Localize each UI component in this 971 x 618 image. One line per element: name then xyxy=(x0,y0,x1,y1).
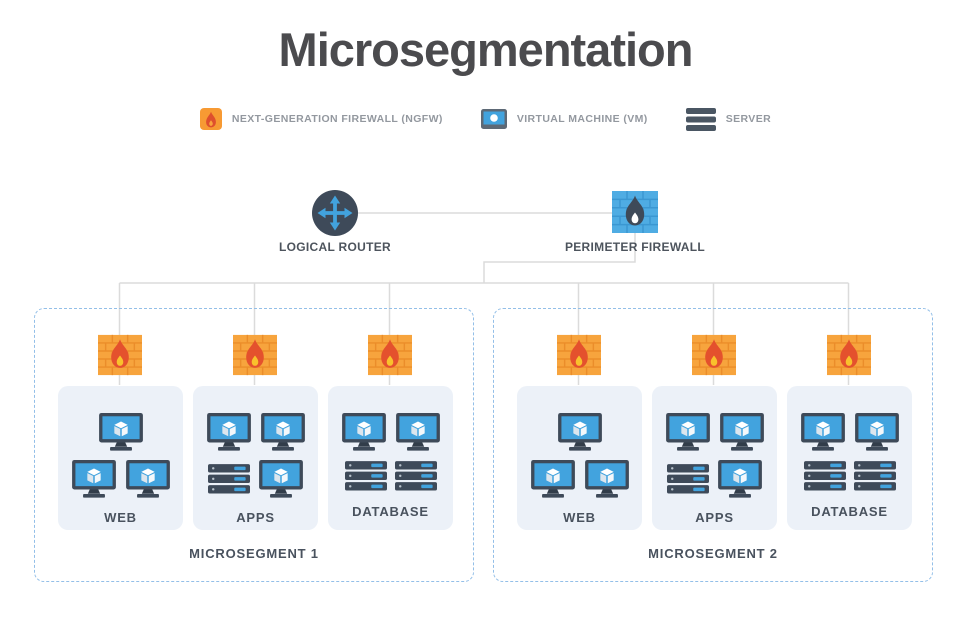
vm-icon xyxy=(584,459,630,499)
icon-row xyxy=(557,412,603,452)
ngfw-icon xyxy=(692,334,736,376)
vm-icon xyxy=(125,459,171,499)
icon-row xyxy=(341,412,441,452)
vm-icon xyxy=(854,412,900,452)
ngfw-icon xyxy=(368,334,412,376)
logical-router-label: LOGICAL ROUTER xyxy=(279,240,391,254)
server-icon xyxy=(208,462,250,496)
vm-icon xyxy=(530,459,576,499)
web-panel: WEB xyxy=(58,386,183,530)
panel-label: WEB xyxy=(104,510,137,525)
server-icon xyxy=(854,459,896,493)
server-icon xyxy=(667,462,709,496)
vm-icon xyxy=(395,412,441,452)
vm-icon xyxy=(665,412,711,452)
web-panel: WEB xyxy=(517,386,642,530)
legend: NEXT-GENERATION FIREWALL (NGFW) VIRTUAL … xyxy=(0,104,971,134)
panel-label: APPS xyxy=(695,510,734,525)
server-icon xyxy=(345,459,387,493)
microsegment-1: WEB APPS xyxy=(34,308,474,582)
legend-label-vm: VIRTUAL MACHINE (VM) xyxy=(516,113,648,125)
ngfw-icon xyxy=(98,334,142,376)
icon-row xyxy=(345,459,437,493)
vm-icon xyxy=(341,412,387,452)
microsegment-label: MICROSEGMENT 1 xyxy=(189,546,319,561)
icon-row xyxy=(98,412,144,452)
icon-row xyxy=(665,412,765,452)
page-title: Microsegmentation xyxy=(278,23,694,76)
microsegment-label: MICROSEGMENT 2 xyxy=(648,546,778,561)
panel-label: WEB xyxy=(563,510,596,525)
legend-item-vm: VIRTUAL MACHINE (VM) xyxy=(481,109,648,129)
icon-row xyxy=(208,459,304,499)
legend-item-server: SERVER xyxy=(686,108,771,131)
icon-row xyxy=(804,459,896,493)
panel-label: APPS xyxy=(236,510,275,525)
icon-row xyxy=(206,412,306,452)
vm-icon xyxy=(258,459,304,499)
vm-icon xyxy=(717,459,763,499)
icon-row xyxy=(667,459,763,499)
apps-panel: APPS xyxy=(652,386,777,530)
vm-icon xyxy=(557,412,603,452)
server-icon xyxy=(395,459,437,493)
legend-label-server: SERVER xyxy=(725,113,772,125)
panel-label: DATABASE xyxy=(811,504,888,519)
ngfw-icon xyxy=(557,334,601,376)
vm-icon xyxy=(719,412,765,452)
vm-icon xyxy=(71,459,117,499)
ngfw-icon xyxy=(827,334,871,376)
legend-item-ngfw: NEXT-GENERATION FIREWALL (NGFW) xyxy=(200,108,443,130)
database-panel: DATABASE xyxy=(787,386,912,530)
legend-label-ngfw: NEXT-GENERATION FIREWALL (NGFW) xyxy=(231,113,443,125)
logical-router-icon xyxy=(312,190,358,236)
vm-icon xyxy=(98,412,144,452)
perimeter-firewall-label: PERIMETER FIREWALL xyxy=(564,240,706,254)
icon-row xyxy=(71,459,171,499)
apps-panel: APPS xyxy=(193,386,318,530)
perimeter-firewall-icon xyxy=(612,191,658,233)
icon-row xyxy=(530,459,630,499)
server-icon xyxy=(804,459,846,493)
vm-icon xyxy=(260,412,306,452)
icon-row xyxy=(800,412,900,452)
ngfw-icon xyxy=(233,334,277,376)
panel-label: DATABASE xyxy=(352,504,429,519)
vm-icon xyxy=(800,412,846,452)
database-panel: DATABASE xyxy=(328,386,453,530)
vm-icon xyxy=(206,412,252,452)
microsegment-2: WEB APPS xyxy=(493,308,933,582)
